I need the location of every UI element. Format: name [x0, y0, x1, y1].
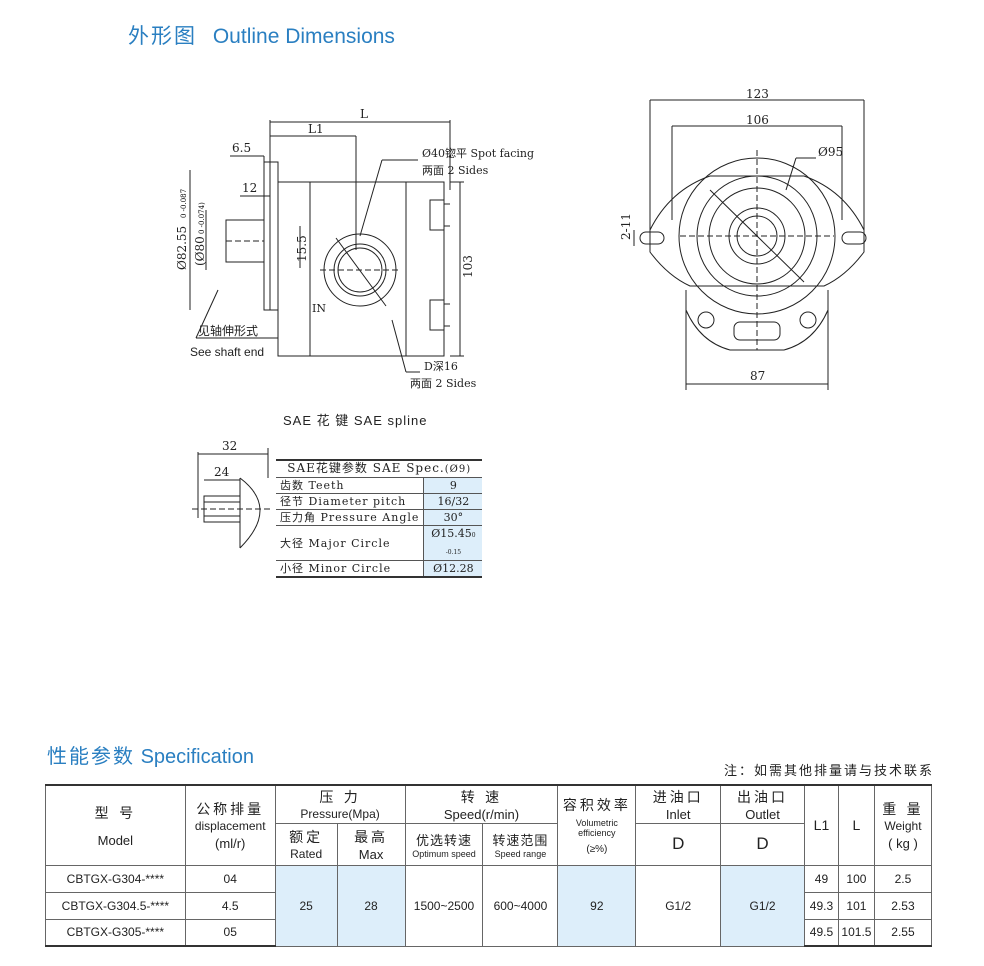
col-max: 最高 Max: [336, 822, 406, 866]
max-value: 28: [336, 864, 406, 947]
two-sides-label-2: 两面 2 Sides: [410, 377, 477, 390]
col-model: 型 号 Model: [45, 784, 186, 866]
efficiency-value: 92: [557, 864, 637, 947]
rated-value: 25: [274, 864, 338, 947]
dim-6-5: 6.5: [232, 141, 251, 155]
col-pressure: 压 力 Pressure(Mpa): [274, 784, 406, 824]
spec-title-cn: 性能参数: [47, 744, 135, 768]
front-view-drawing: 123 106 Ø95 2-11 87: [619, 87, 867, 390]
col-displacement: 公称排量 displacement (ml/r): [184, 784, 276, 866]
dim-L: L: [360, 107, 368, 121]
col-rated: 额定 Rated: [274, 822, 338, 866]
spline-row: 小径 Minor Circle Ø12.28: [276, 560, 483, 578]
spec-title: 性能参数 Specification: [47, 740, 254, 769]
spline-row: 压力角 Pressure Angle 30°: [276, 509, 483, 526]
col-efficiency: 容积效率 Volumetric efficiency (≥%): [557, 784, 637, 866]
col-inlet-d: D: [635, 822, 722, 866]
spline-row: 齿数 Teeth 9: [276, 477, 483, 494]
dim-shaft-tol2: 0 -0.074): [198, 202, 206, 234]
side-view-drawing: L L1 6.5 12 15.5 103 Ø82.55 0 -0.087 (Ø8…: [175, 107, 534, 390]
dim-shaft-dia: Ø82.55: [175, 226, 189, 270]
spline-table: SAE花键参数 SAE Spec.(Ø9) 齿数 Teeth 9 径节 Diam…: [276, 459, 483, 578]
shaft-end-en: See shaft end: [190, 345, 264, 359]
outline-title-cn: 外形图: [128, 24, 197, 48]
dim-24: 24: [214, 465, 230, 479]
range-value: 600~4000: [482, 864, 559, 947]
col-l1: L1: [803, 784, 839, 866]
col-l: L: [837, 784, 875, 866]
dim-shaft-tol: 0 -0.087: [180, 189, 188, 218]
spot-facing-label: Ø40锪平 Spot facing: [422, 147, 534, 160]
dim-95: Ø95: [818, 145, 843, 159]
dim-L1: L1: [308, 122, 324, 136]
spline-header: SAE花键参数 SAE Spec.(Ø9): [276, 459, 483, 478]
dim-103: 103: [461, 255, 475, 278]
dim-2-11: 2-11: [619, 213, 633, 240]
spec-title-en: Specification: [140, 746, 254, 768]
outline-title-en: Outline Dimensions: [212, 25, 395, 48]
col-optimum: 优选转速 Optimum speed: [404, 822, 484, 866]
col-outlet-d: D: [720, 822, 805, 866]
spec-note: 注：如需其他排量请与技术联系: [723, 763, 934, 778]
two-sides-label: 两面 2 Sides: [422, 164, 489, 177]
table-row: CBTGX-G305-**** 05 49.5 101.5 2.55: [45, 918, 933, 947]
dim-106: 106: [746, 113, 769, 127]
dim-12: 12: [242, 181, 257, 195]
col-weight: 重 量 Weight ( kg ): [873, 784, 933, 866]
dim-87: 87: [750, 369, 765, 383]
outlet-value: G1/2: [720, 864, 805, 947]
optimum-value: 1500~2500: [404, 864, 484, 947]
spline-row: 径节 Diameter pitch 16/32: [276, 493, 483, 510]
spline-row: 大径 Major Circle Ø15.450 -0.15: [276, 525, 483, 561]
dim-shaft-dia2: (Ø80: [193, 236, 207, 266]
in-label: IN: [312, 302, 326, 315]
spec-table: 型 号 Model 公称排量 displacement (ml/r) 压 力 P…: [45, 784, 933, 947]
col-speed: 转 速 Speed(r/min): [404, 784, 559, 824]
spline-caption: SAE 花 键 SAE spline: [283, 413, 428, 428]
col-inlet: 进油口 Inlet: [635, 784, 722, 824]
shaft-end-cn: 见轴伸形式: [198, 323, 258, 338]
outline-title: 外形图 Outline Dimensions: [128, 20, 395, 50]
table-row: CBTGX-G304-**** 04 25 28 1500~2500 600~4…: [45, 864, 933, 947]
col-outlet: 出油口 Outlet: [720, 784, 805, 824]
col-range: 转速范围 Speed range: [482, 822, 559, 866]
spline-drawing: 32 24: [192, 439, 270, 549]
dim-32: 32: [222, 439, 237, 453]
table-row: CBTGX-G304.5-**** 4.5 49.3 101 2.53: [45, 891, 933, 920]
dim-123: 123: [746, 87, 769, 101]
dim-15-5: 15.5: [295, 235, 309, 262]
d-depth-label: D深16: [424, 360, 458, 373]
inlet-value: G1/2: [635, 864, 722, 947]
